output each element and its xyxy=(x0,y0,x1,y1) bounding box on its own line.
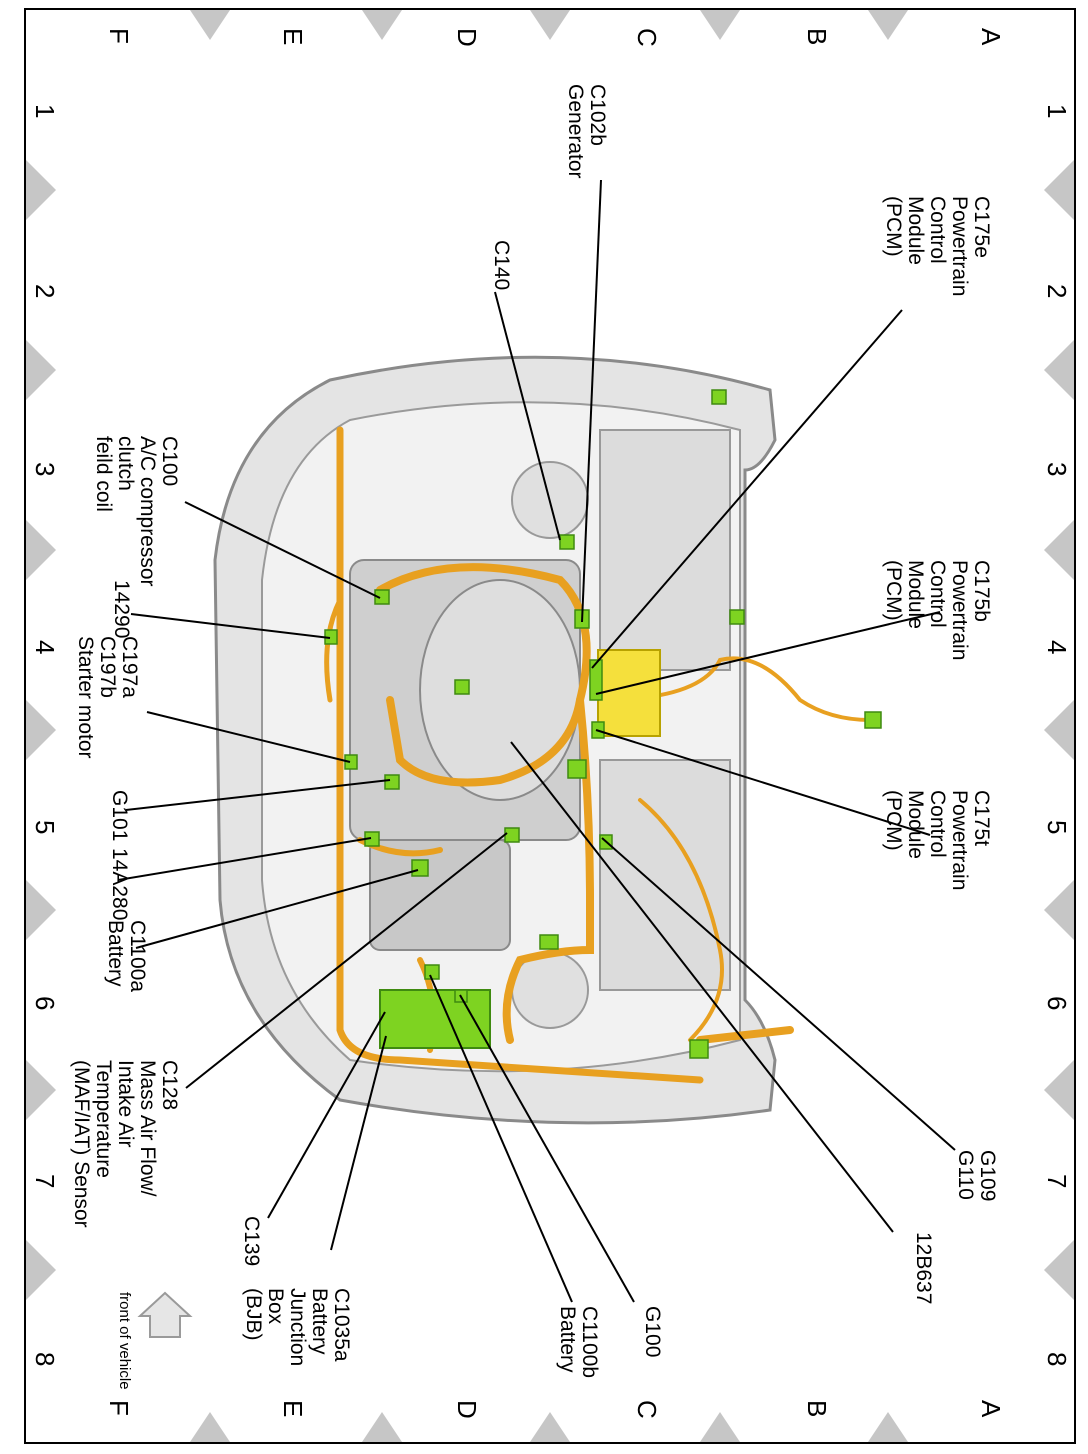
column-label-left: 7 xyxy=(30,1174,60,1189)
column-label-right: 5 xyxy=(1042,820,1072,835)
battery-junction-box xyxy=(379,989,491,1049)
column-label-right: 2 xyxy=(1042,284,1072,299)
row-label-top: A xyxy=(976,28,1006,46)
column-label-left: 3 xyxy=(30,462,60,477)
front-of-vehicle-label: front of vehicle xyxy=(116,1292,133,1390)
callout-c197: C197a C197b Starter motor xyxy=(73,636,141,759)
callout-c128: C128 Mass Air Flow/ Intake Air Temperatu… xyxy=(69,1060,181,1228)
callout-c102b: C102b Generator xyxy=(563,84,609,179)
column-label-left: 5 xyxy=(30,820,60,835)
column-label-right: 3 xyxy=(1042,462,1072,477)
pcm-module xyxy=(597,649,661,737)
column-label-left: 1 xyxy=(30,104,60,119)
row-label-top: C xyxy=(632,28,662,47)
callout-c175b: C175b Powertrain Control Module (PCM) xyxy=(881,560,993,661)
column-label-left: 6 xyxy=(30,996,60,1011)
callout-c139: C139 xyxy=(240,1216,263,1267)
column-label-left: 4 xyxy=(30,640,60,655)
row-label-bottom: A xyxy=(976,1400,1006,1418)
callout-c1035a: C1035a Battery Junction Box (BJB) xyxy=(241,1288,353,1367)
vehicle-body xyxy=(213,355,777,1125)
column-label-left: 2 xyxy=(30,284,60,299)
column-label-left: 8 xyxy=(30,1352,60,1367)
callout-14290: 14290 xyxy=(110,580,133,639)
column-label-right: 6 xyxy=(1042,996,1072,1011)
callout-g100: G100 xyxy=(641,1306,664,1358)
callout-c175e: C175e Powertrain Control Module (PCM) xyxy=(881,196,993,297)
callout-c1100b: C1100b Battery xyxy=(555,1306,601,1379)
row-label-bottom: E xyxy=(278,1400,308,1418)
column-label-right: 7 xyxy=(1042,1174,1072,1189)
callout-g109-g110: G109 G110 xyxy=(953,1150,999,1202)
callout-g101: G101 xyxy=(108,790,131,842)
callout-c1100a: C1100a Battery xyxy=(103,920,149,993)
row-label-top: B xyxy=(802,28,832,46)
row-label-bottom: C xyxy=(632,1400,662,1419)
column-label-right: 8 xyxy=(1042,1352,1072,1367)
diagram-frame xyxy=(24,8,1076,1444)
row-label-bottom: D xyxy=(452,1400,482,1419)
front-arrow-icon xyxy=(137,1291,193,1338)
row-label-bottom: B xyxy=(802,1400,832,1418)
column-label-right: 4 xyxy=(1042,640,1072,655)
callout-c100: C100 A/C compressor clutch feild coil xyxy=(91,436,181,587)
callout-12b637: 12B637 xyxy=(912,1232,935,1305)
callout-14a280: 14A280 xyxy=(108,848,131,921)
column-label-right: 1 xyxy=(1042,104,1072,119)
callout-c175t: C175t Powertrain Control Module (PCM) xyxy=(881,790,993,891)
callout-c140: C140 xyxy=(490,240,513,291)
row-label-top: D xyxy=(452,28,482,47)
row-label-top: E xyxy=(278,28,308,46)
leader-lines xyxy=(117,179,956,1303)
row-label-bottom: F xyxy=(104,1400,134,1416)
grid-markers xyxy=(26,10,1074,1442)
row-label-top: F xyxy=(104,28,134,44)
